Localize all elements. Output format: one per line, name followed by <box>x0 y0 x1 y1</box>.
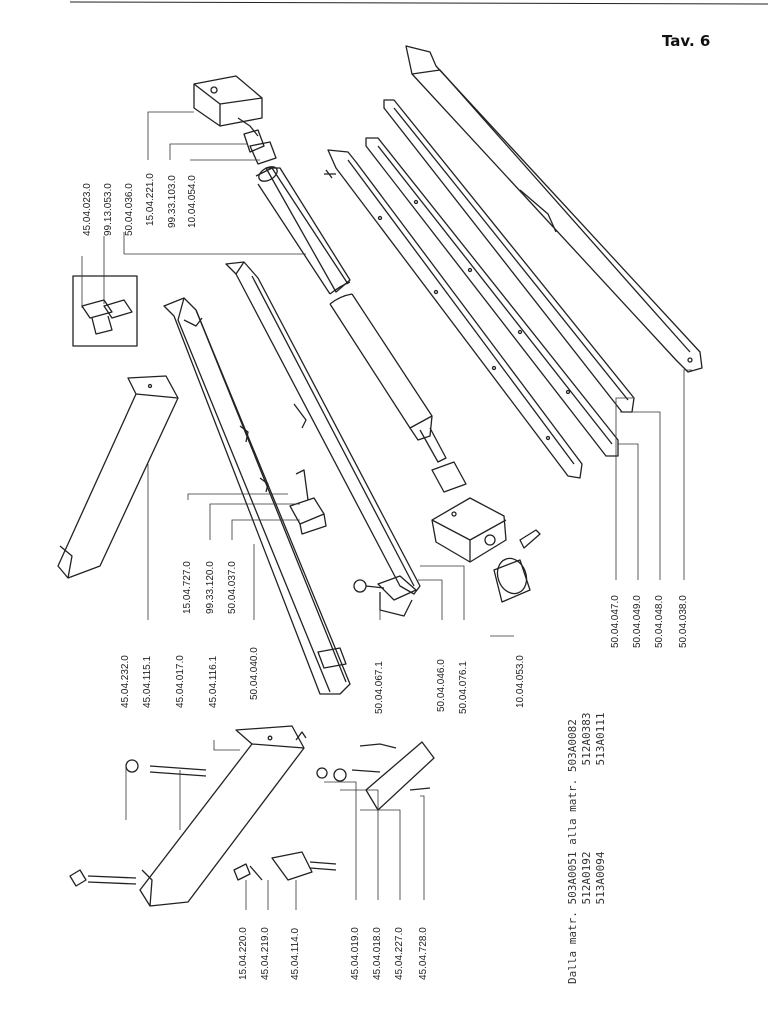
part-label: 45.04.115.1 <box>142 655 153 708</box>
part-label: 50.04.047.0 <box>610 595 621 648</box>
frame-45-04-115 <box>57 375 179 579</box>
part-label: 10.04.054.0 <box>187 175 198 228</box>
bar-50-04-047 <box>324 149 583 479</box>
part-label: 50.04.036.0 <box>124 183 135 236</box>
frame-45-04-116 <box>139 725 307 907</box>
bracket-50-04-037 <box>289 469 327 535</box>
part-label: 45.04.116.1 <box>208 655 219 708</box>
roller-50-04-036 <box>255 166 447 463</box>
bearing-block-bottom <box>431 461 541 603</box>
part-label: 50.04.076.1 <box>458 661 469 714</box>
part-label: 15.04.727.0 <box>182 561 193 614</box>
part-label: 45.04.023.0 <box>82 183 93 236</box>
part-label: 10.04.053.0 <box>515 655 526 708</box>
part-label: 45.04.728.0 <box>418 927 429 980</box>
serial-note-line3: 513A0094 513A0111 <box>594 712 607 984</box>
bearing-block-top <box>193 75 277 165</box>
part-label: 50.04.037.0 <box>227 561 238 614</box>
part-label: 50.04.049.0 <box>632 595 643 648</box>
part-label: 99.13.053.0 <box>103 183 114 236</box>
part-label: 45.04.232.0 <box>120 655 131 708</box>
page-title: Tav. 6 <box>662 32 711 50</box>
rail-50-04-048 <box>383 99 635 413</box>
channel-50-04-040 <box>163 297 351 695</box>
left-hardware <box>69 741 435 887</box>
part-label: 45.04.227.0 <box>394 927 405 980</box>
channel-50-04-076 <box>225 261 421 617</box>
part-label: 45.04.019.0 <box>350 927 361 980</box>
part-label: 15.04.220.0 <box>238 927 249 980</box>
part-label: 50.04.038.0 <box>678 595 689 648</box>
part-label: 50.04.046.0 <box>436 659 447 712</box>
part-label: 99.33.120.0 <box>205 561 216 614</box>
serial-note-line2: 512A0192 512A0383 <box>580 712 593 984</box>
inset-box <box>72 275 138 347</box>
serial-note-line1: Dalla matr. 503A0051 alla matr. 503A0082 <box>566 719 579 984</box>
part-label: 50.04.040.0 <box>249 647 260 700</box>
rail-50-04-038 <box>405 45 703 373</box>
part-label: 99.33.103.0 <box>167 175 178 228</box>
part-label: 45.04.114.0 <box>290 927 301 980</box>
bar-50-04-049 <box>365 137 619 457</box>
part-label: 45.04.219.0 <box>260 927 271 980</box>
part-label: 45.04.018.0 <box>372 927 383 980</box>
part-label: 15.04.221.0 <box>145 173 156 226</box>
part-label: 50.04.048.0 <box>654 595 665 648</box>
part-label: 50.04.067.1 <box>374 661 385 714</box>
part-label: 45.04.017.0 <box>175 655 186 708</box>
